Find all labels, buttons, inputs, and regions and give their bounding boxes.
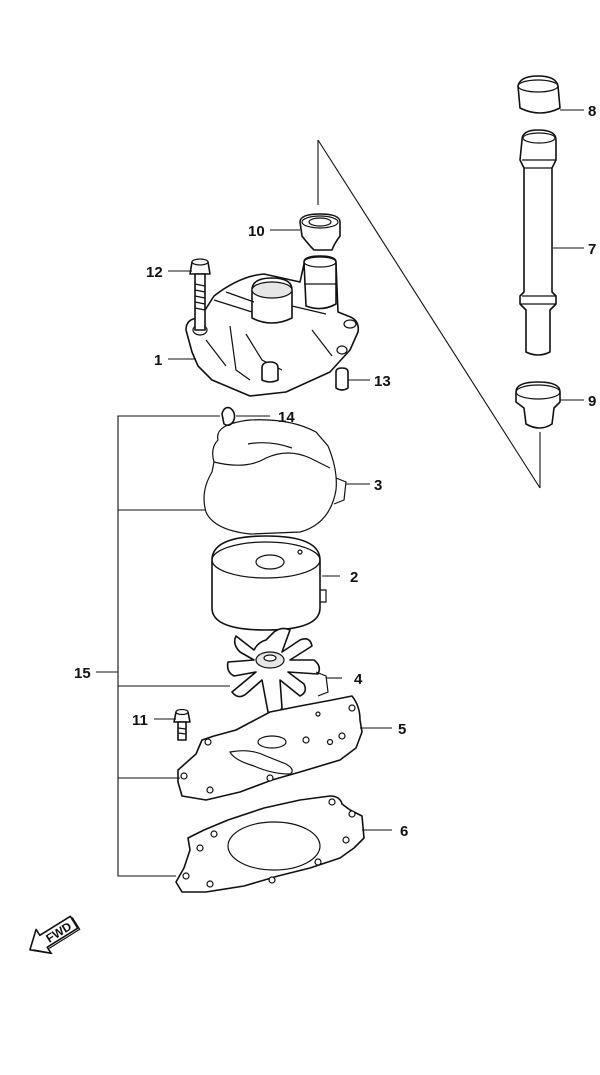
callout-9: 9 [588, 393, 596, 410]
callout-6: 6 [400, 823, 408, 840]
callout-15: 15 [74, 665, 91, 682]
callout-13: 13 [374, 373, 391, 390]
callout-2: 2 [350, 569, 358, 586]
part-14-key [221, 406, 270, 427]
callout-10: 10 [248, 223, 265, 240]
callout-3: 3 [374, 477, 382, 494]
callout-4: 4 [354, 671, 363, 688]
callout-11: 11 [132, 712, 148, 729]
part-7-water-tube [519, 129, 584, 356]
callout-14: 14 [278, 409, 295, 426]
part-15-kit-bracket [96, 415, 230, 877]
part-8-tube-seal [517, 75, 584, 114]
part-13-dowel-pin [335, 367, 370, 391]
part-10-outlet-seal [270, 213, 341, 251]
callout-5: 5 [398, 721, 406, 738]
callout-7: 7 [588, 241, 596, 258]
part-4-impeller [226, 627, 342, 715]
fwd-arrow-icon: FWD [29, 915, 81, 955]
callout-12: 12 [146, 264, 163, 281]
callout-8: 8 [588, 103, 596, 120]
part-5-upper-plate [177, 695, 392, 801]
part-11-bolt [154, 708, 191, 741]
callout-labels: 8 7 9 10 12 1 13 14 3 2 15 4 11 5 6 [74, 103, 596, 840]
part-12-bolt [168, 258, 211, 331]
part-9-tube-grommet [515, 381, 584, 429]
guide-lines [317, 139, 541, 489]
part-3-seal-ring [203, 419, 370, 535]
part-2-impeller-liner [211, 535, 340, 631]
callout-1: 1 [154, 352, 162, 369]
part-6-lower-gasket [175, 795, 392, 893]
